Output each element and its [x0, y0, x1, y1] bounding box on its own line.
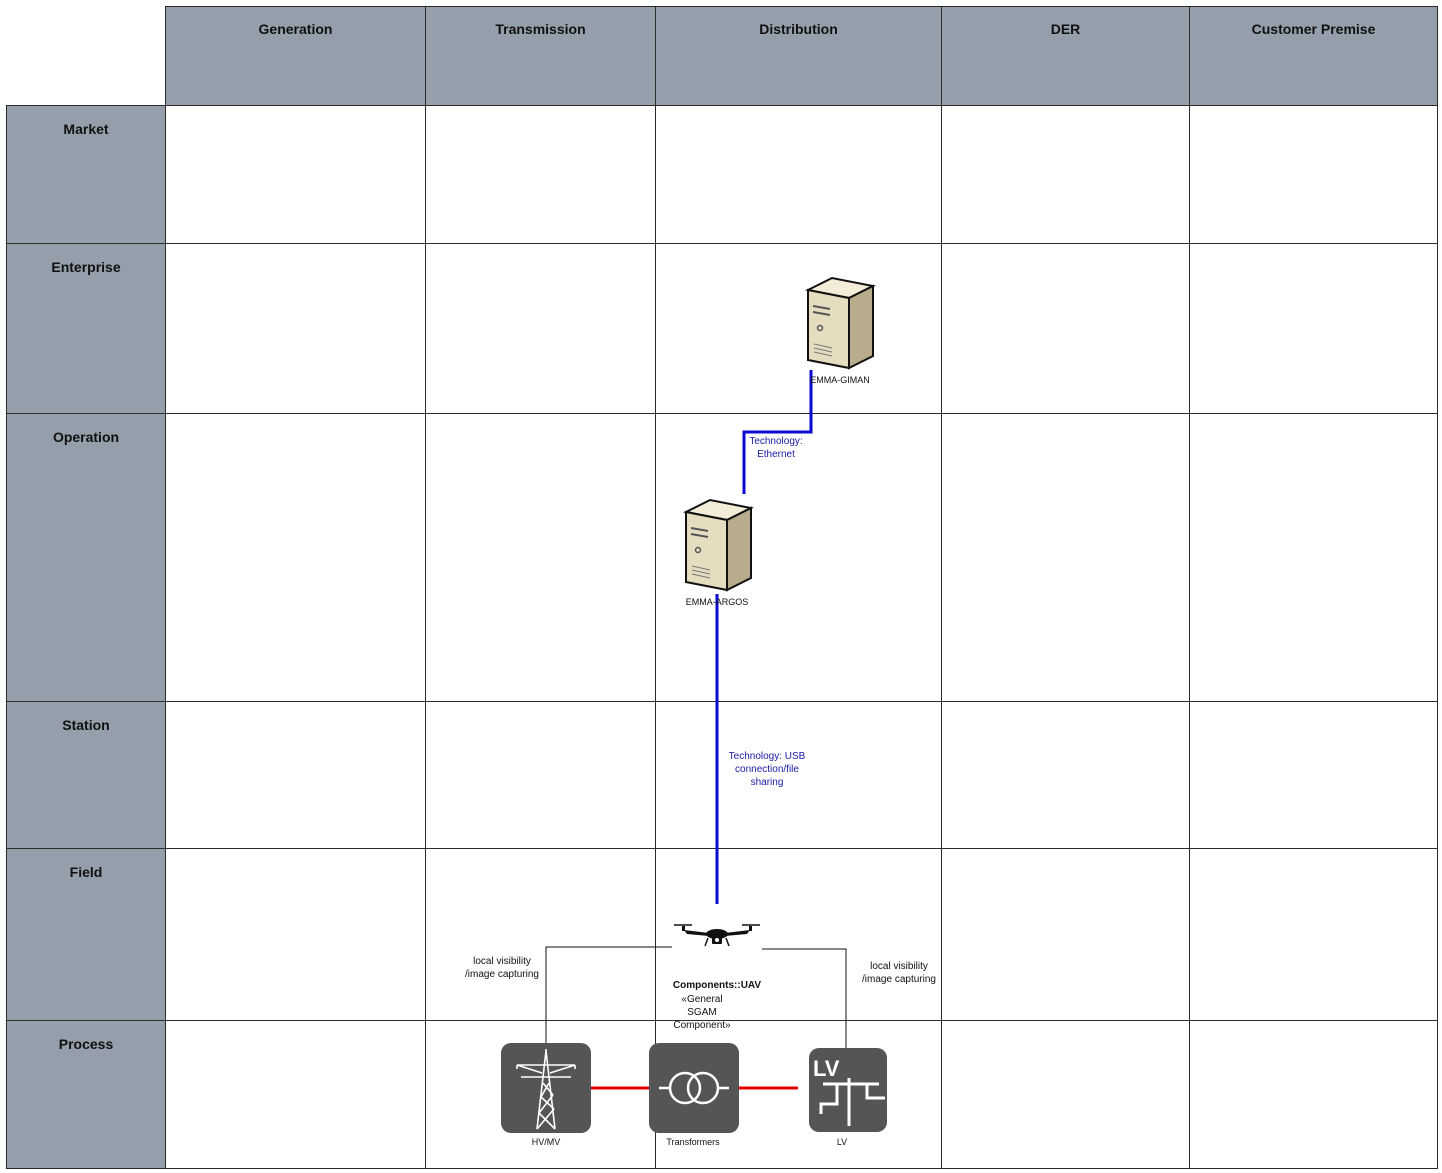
column-header-generation: Generation [165, 6, 426, 106]
row-header-operation: Operation [6, 413, 166, 702]
uav-association-lines [545, 946, 847, 1048]
emma-giman-label: EMMA-GIMAN [810, 375, 870, 385]
column-label: Generation [258, 21, 333, 37]
grid-body [165, 105, 1438, 1169]
uav-component-name: Components::UAV [672, 980, 762, 991]
usb-link-label: Technology: USB connection/file sharing [728, 751, 806, 788]
transformers-label: Transformers [666, 1137, 720, 1147]
column-label: DER [1050, 21, 1081, 37]
row-header-field: Field [6, 848, 166, 1021]
lv-label: LV [836, 1137, 848, 1147]
ethernet-link [742, 370, 813, 494]
row-label: Station [62, 717, 110, 733]
row-header-station: Station [6, 701, 166, 849]
row-label: Enterprise [51, 259, 121, 275]
hv-mv-label: HV/MV [531, 1137, 561, 1147]
row-label: Process [58, 1036, 114, 1052]
transformer-icon [649, 1043, 739, 1133]
server-icon [682, 498, 755, 592]
row-label: Field [69, 864, 103, 880]
local-visibility-left-label: local visibility /image capturing [465, 956, 539, 980]
row-header-process: Process [6, 1020, 166, 1169]
row-label: Market [63, 121, 109, 137]
server-icon [804, 276, 877, 370]
emma-argos-label: EMMA-ARGOS [685, 597, 749, 607]
column-label: Transmission [495, 21, 586, 37]
column-header-customer-premise: Customer Premise [1189, 6, 1438, 106]
lv-icon: LV [809, 1048, 887, 1132]
uav-component-stereotype: «General SGAM Component» [673, 994, 731, 1031]
ethernet-link-label: Technology: Ethernet [749, 436, 803, 460]
transmission-tower-icon [501, 1043, 591, 1133]
local-visibility-right-label: local visibility /image capturing [862, 961, 936, 985]
column-header-distribution: Distribution [655, 6, 942, 106]
column-label: Distribution [759, 21, 838, 37]
grid-lines [165, 105, 1438, 1169]
lv-icon-text: LV [813, 1056, 840, 1081]
column-label: Customer Premise [1251, 21, 1376, 37]
row-header-enterprise: Enterprise [6, 243, 166, 414]
drone-icon [674, 924, 760, 947]
row-label: Operation [52, 429, 120, 445]
column-header-transmission: Transmission [425, 6, 656, 106]
